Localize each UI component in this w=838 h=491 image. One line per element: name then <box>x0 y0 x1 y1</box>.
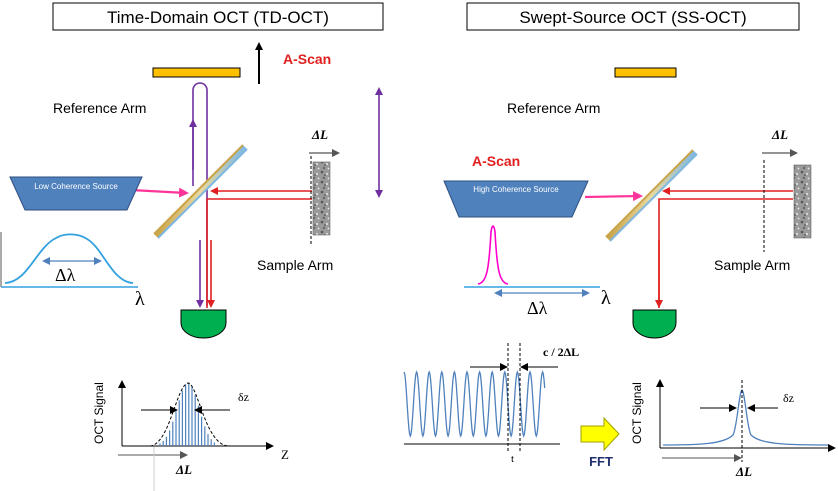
ss-source-beam <box>584 191 643 202</box>
ss-spectrum <box>464 225 600 297</box>
td-plot-ylabel: OCT Signal <box>92 382 106 444</box>
ss-sample <box>793 164 812 239</box>
ss-detector <box>632 309 677 339</box>
ss-lambda-label: λ <box>601 287 611 309</box>
td-plot: OCT Signal Z δz ΔL <box>92 380 289 491</box>
ss-reference-arm-label: Reference Arm <box>507 100 600 116</box>
td-envelope <box>149 382 229 447</box>
ss-sample-beam-out <box>658 198 793 308</box>
td-source-beam <box>130 187 189 198</box>
ss-setup: Reference Arm A-Scan High Coherence Sour… <box>443 67 812 339</box>
td-reference-arm-label: Reference Arm <box>53 100 146 116</box>
ss-sample-arm-label: Sample Arm <box>714 257 790 273</box>
ss-source-label: High Coherence Source <box>473 185 559 194</box>
td-dz-label: δz <box>238 390 249 404</box>
td-plot-delta-l-label: ΔL <box>175 462 192 477</box>
ss-dz-label: δz <box>783 391 794 405</box>
td-reference-beam <box>192 82 208 306</box>
td-plot-xlabel: Z <box>281 447 289 462</box>
ss-reference-mirror <box>614 67 677 78</box>
title-left-box: Time-Domain OCT (TD-OCT) <box>52 2 384 31</box>
ss-delta-l-label: ΔL <box>771 127 788 142</box>
td-setup: A-Scan Reference Arm Low Coherence Sourc… <box>0 42 383 339</box>
ss-delta-lambda-label: Δλ <box>527 298 548 318</box>
title-left: Time-Domain OCT (TD-OCT) <box>107 8 329 27</box>
ss-beamsplitter <box>605 149 698 242</box>
td-lambda-label: λ <box>135 288 145 310</box>
ss-ascan-label: A-Scan <box>472 153 520 169</box>
td-detector <box>180 309 227 339</box>
td-sample-beam-out <box>206 198 312 308</box>
ss-period-label: c / 2ΔL <box>543 345 579 359</box>
td-interferogram <box>159 383 215 446</box>
td-delta-l-label: ΔL <box>311 127 328 142</box>
td-sample <box>312 161 331 236</box>
ss-plot: OCT Signal δz ΔL <box>630 379 836 479</box>
td-low-coherence-source <box>9 176 143 211</box>
ss-high-coherence-source <box>443 180 589 218</box>
td-sample-arm-label: Sample Arm <box>257 257 333 273</box>
td-ascan-label: A-Scan <box>283 51 331 67</box>
fft-label: FFT <box>589 454 613 469</box>
td-reference-mirror <box>152 67 241 78</box>
ss-signal-plot: c / 2ΔL t <box>403 343 579 465</box>
title-right-box: Swept-Source OCT (SS-OCT) <box>466 2 800 31</box>
td-delta-lambda-label: Δλ <box>55 265 76 285</box>
ss-signal-xlabel: t <box>511 453 514 465</box>
ss-plot-ylabel: OCT Signal <box>630 382 644 444</box>
ss-plot-delta-l-label: ΔL <box>735 464 752 479</box>
td-beamsplitter <box>153 144 248 239</box>
ss-fringe-signal <box>403 370 546 438</box>
ss-peak <box>662 389 829 446</box>
td-source-label: Low Coherence Source <box>34 182 118 191</box>
fft-arrow <box>580 416 620 452</box>
title-right: Swept-Source OCT (SS-OCT) <box>519 8 746 27</box>
td-spectrum <box>0 232 138 288</box>
